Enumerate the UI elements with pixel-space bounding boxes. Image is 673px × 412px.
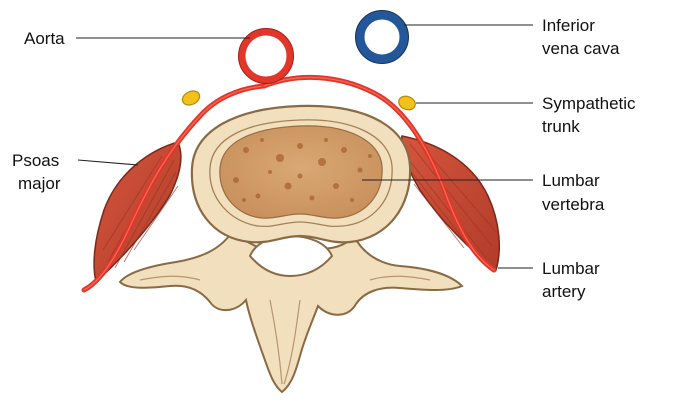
- lumbar-vertebra-label-line1: Lumbar: [542, 171, 600, 190]
- sympathetic-trunk-label-line1: Sympathetic: [542, 94, 636, 113]
- vertebral-body: [192, 106, 410, 242]
- ivc-label-line2: vena cava: [542, 39, 620, 58]
- inferior-vena-cava: [356, 11, 409, 64]
- sympathetic-trunk-left: [180, 88, 202, 107]
- lumbar-artery-label-line2: artery: [542, 282, 586, 301]
- psoas-major-label-line1: Psoas: [12, 151, 59, 170]
- sympathetic-trunk-label-line2: trunk: [542, 117, 580, 136]
- lumbar-artery-label-line1: Lumbar: [542, 259, 600, 278]
- psoas-leader-line: [78, 160, 138, 165]
- aorta-label: Aorta: [24, 29, 65, 48]
- ivc-label-line1: Inferior: [542, 16, 595, 35]
- lumbar-vertebra-label-line2: vertebra: [542, 195, 605, 214]
- psoas-major-label-line2: major: [18, 174, 61, 193]
- vertebral-arch: [120, 232, 462, 392]
